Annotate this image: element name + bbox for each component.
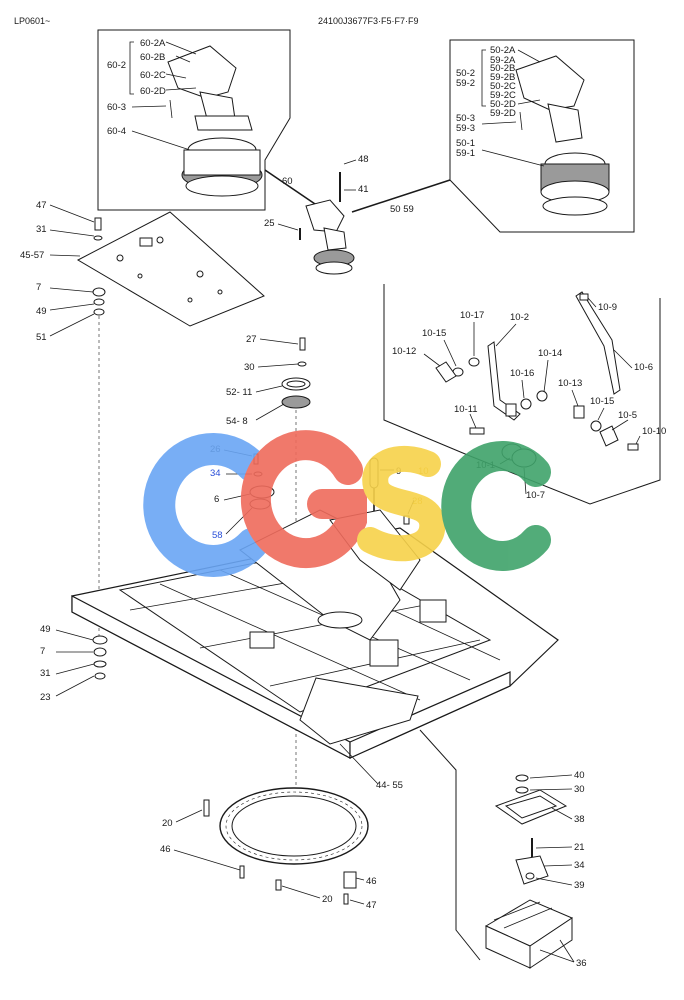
header-left-code: LP0601~ [14,16,50,26]
inset-box-swing-motor-60 [97,29,291,211]
label-10-13: 10-13 [558,378,582,389]
label-31-top: 31 [36,224,47,235]
bracket-60-2 [129,41,134,95]
label-41: 41 [358,184,369,195]
watermark-letter-g [240,430,367,569]
label-40: 40 [574,770,585,781]
connector-60 [264,169,319,207]
swing-motor-60-drawing [167,45,263,197]
label-60-2C: 60-2C [140,70,166,81]
header-right-code: 24100J3677F3·F5·F7·F9 [318,16,419,26]
label-44-55: 44- 55 [376,780,403,791]
watermark-letter-c1 [143,433,268,577]
label-10-17: 10-17 [460,310,484,321]
label-51: 51 [36,332,47,343]
label-10-12: 10-12 [392,346,416,357]
label-39: 39 [574,880,585,891]
washer-7-top [92,287,106,297]
label-46-left: 46 [160,844,171,855]
battery-group-drawing [484,774,574,969]
label-50-2C: 50-2C [490,81,516,92]
plate-54-8 [281,395,311,409]
label-52-11: 52- 11 [226,387,252,398]
label-59-2: 59-2 [456,78,475,89]
label-31-bottom: 31 [40,668,51,679]
label-25: 25 [264,218,275,229]
inset-box-swing-motor-50-59 [449,39,635,233]
label-60: 60 [282,176,293,187]
label-46-right: 46 [366,876,377,887]
label-59-2D: 59-2D [490,108,516,119]
label-34-bottom: 34 [574,860,585,871]
swing-motor-50-drawing [515,55,610,216]
label-10-10: 10-10 [642,426,666,437]
label-10-16: 10-16 [510,368,534,379]
label-10-7: 10-7 [526,490,545,501]
label-50-2B: 50-2B [490,63,515,74]
label-60-4: 60-4 [107,126,126,137]
bolt-27 [299,337,306,351]
label-30-top: 30 [244,362,255,373]
label-6: 6 [214,494,219,505]
label-7-bottom: 7 [40,646,45,657]
label-60-2: 60-2 [107,60,126,71]
label-10-5: 10-5 [618,410,637,421]
label-58: 58 [212,530,223,541]
label-10-14: 10-14 [538,348,562,359]
watermark-letter-c2 [441,441,551,571]
label-50-2: 50-2 [456,68,475,79]
label-59-3: 59-3 [456,123,475,134]
label-23: 23 [40,692,51,703]
label-47-top: 47 [36,200,47,211]
label-59-2B: 59-2B [490,72,515,83]
label-50-1: 50-1 [456,138,475,149]
label-20-left: 20 [162,818,173,829]
label-49-top: 49 [36,306,47,317]
label-21: 21 [574,842,585,853]
swing-motor-center-drawing [299,172,355,275]
label-7-top: 7 [36,282,41,293]
label-60-2B: 60-2B [140,52,165,63]
cover-plate-holes [116,236,223,303]
label-59-1: 59-1 [456,148,475,159]
label-10-15b: 10-15 [590,396,614,407]
label-48: 48 [358,154,369,165]
label-49-bottom: 49 [40,624,51,635]
connector-50-59 [351,179,451,213]
label-47-bottom: 47 [366,900,377,911]
label-27: 27 [246,334,257,345]
label-59-2A: 59-2A [490,55,516,66]
label-54-8: 54- 8 [226,416,248,427]
label-50-3: 50-3 [456,113,475,124]
label-50-2A: 50-2A [490,45,516,56]
label-10-6: 10-6 [634,362,653,373]
label-60-2A: 60-2A [140,38,166,49]
cover-plate [76,211,265,327]
label-10-11: 10-11 [454,404,478,415]
bolt-47-top [94,217,102,231]
label-36: 36 [576,958,587,969]
watermark-cgsc [143,430,551,577]
label-10-9: 10-9 [598,302,617,313]
label-30-bottom: 30 [574,784,585,795]
watermark-letter-s [357,445,446,562]
label-38: 38 [574,814,585,825]
label-59-2C: 59-2C [490,90,516,101]
label-60-3: 60-3 [107,102,126,113]
label-10-15a: 10-15 [422,328,446,339]
label-20-right: 20 [322,894,333,905]
label-60-2D: 60-2D [140,86,166,97]
label-50-59: 50 59 [390,204,414,215]
label-34-mid: 34 [210,468,221,479]
label-45-57: 45-57 [20,250,44,261]
label-10-2: 10-2 [510,312,529,323]
label-50-2D: 50-2D [490,99,516,110]
slewing-ring-drawing [203,787,369,905]
connector-battery [419,729,481,961]
bracket-50-2 [481,49,486,107]
